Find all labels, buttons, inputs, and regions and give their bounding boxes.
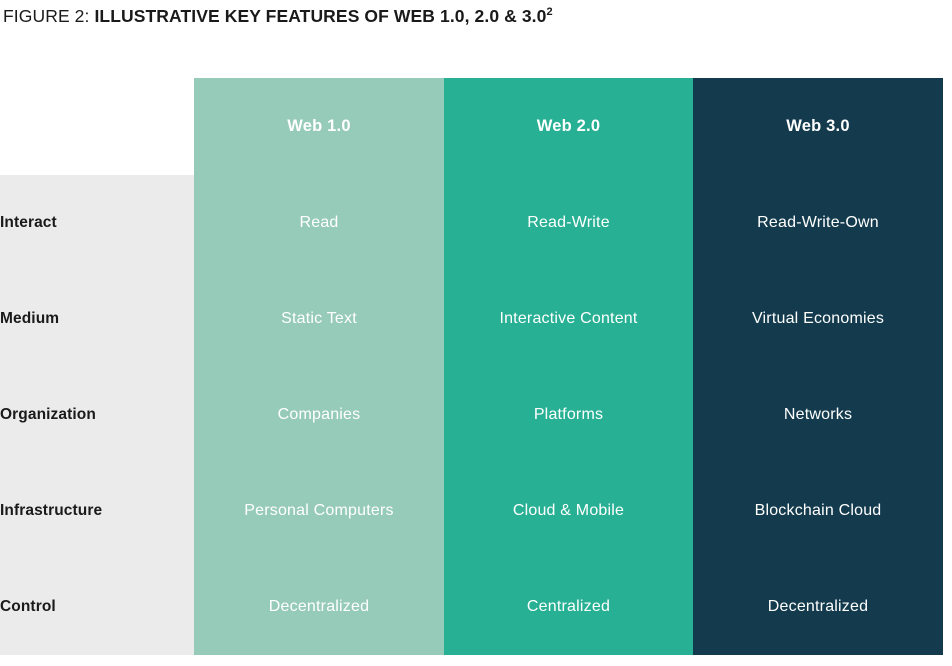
row-label-organization: Organization: [0, 367, 194, 463]
row-label-control: Control: [0, 559, 194, 655]
row-label-medium: Medium: [0, 271, 194, 367]
table-corner-cell: [0, 78, 194, 175]
row-label-infrastructure: Infrastructure: [0, 463, 194, 559]
cell-infrastructure-web-1: Personal Computers: [194, 463, 444, 559]
cell-infrastructure-web-3: Blockchain Cloud: [693, 463, 943, 559]
cell-medium-web-1: Static Text: [194, 271, 444, 367]
cell-control-web-1: Decentralized: [194, 559, 444, 655]
cell-organization-web-3: Networks: [693, 367, 943, 463]
table-header-row: Web 1.0 Web 2.0 Web 3.0: [0, 78, 943, 175]
web-comparison-table: Web 1.0 Web 2.0 Web 3.0 Interact Read Re…: [0, 78, 943, 655]
table-row: Control Decentralized Centralized Decent…: [0, 559, 943, 655]
column-header-web-1: Web 1.0: [194, 78, 444, 175]
cell-interact-web-2: Read-Write: [444, 175, 693, 271]
column-header-web-3: Web 3.0: [693, 78, 943, 175]
cell-interact-web-1: Read: [194, 175, 444, 271]
table-row: Organization Companies Platforms Network…: [0, 367, 943, 463]
cell-organization-web-2: Platforms: [444, 367, 693, 463]
figure-caption-prefix: FIGURE 2:: [3, 6, 90, 26]
table-row: Medium Static Text Interactive Content V…: [0, 271, 943, 367]
table-row: Interact Read Read-Write Read-Write-Own: [0, 175, 943, 271]
cell-medium-web-2: Interactive Content: [444, 271, 693, 367]
figure-caption: FIGURE 2: ILLUSTRATIVE KEY FEATURES OF W…: [3, 4, 553, 28]
cell-control-web-2: Centralized: [444, 559, 693, 655]
cell-organization-web-1: Companies: [194, 367, 444, 463]
cell-control-web-3: Decentralized: [693, 559, 943, 655]
cell-interact-web-3: Read-Write-Own: [693, 175, 943, 271]
cell-infrastructure-web-2: Cloud & Mobile: [444, 463, 693, 559]
row-label-interact: Interact: [0, 175, 194, 271]
column-header-web-2: Web 2.0: [444, 78, 693, 175]
cell-medium-web-3: Virtual Economies: [693, 271, 943, 367]
figure-caption-footnote-marker: 2: [546, 6, 553, 19]
figure-caption-title: ILLUSTRATIVE KEY FEATURES OF WEB 1.0, 2.…: [94, 6, 547, 26]
table-row: Infrastructure Personal Computers Cloud …: [0, 463, 943, 559]
